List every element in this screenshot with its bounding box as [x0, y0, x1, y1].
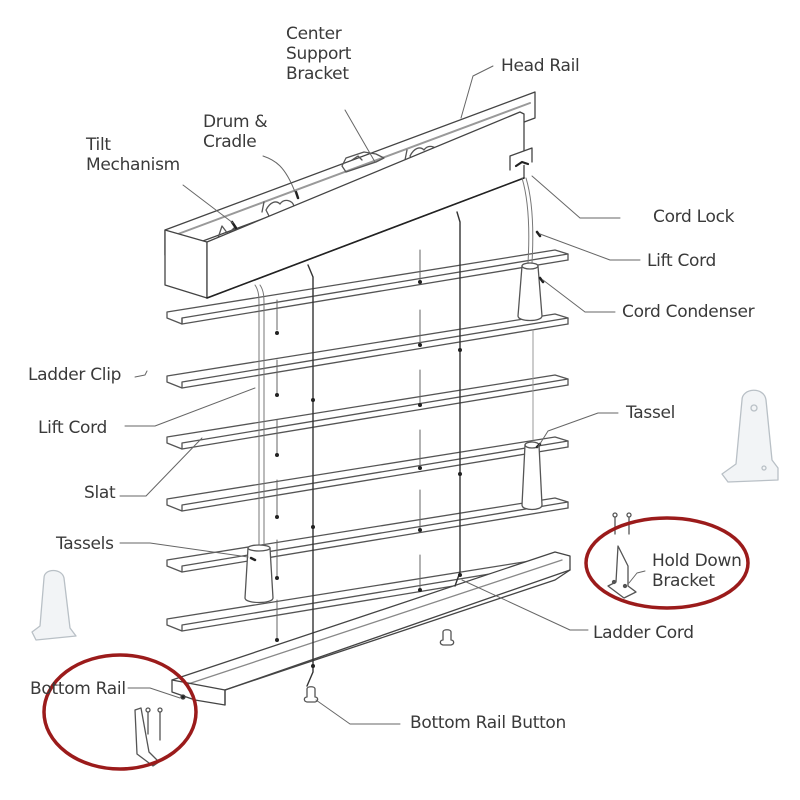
highlight-circle-hold-down [584, 516, 750, 610]
label-center-support-bracket: Center Support Bracket [286, 24, 352, 84]
bottom-rail-button-1 [439, 629, 455, 646]
slat-2 [166, 313, 569, 389]
slat-1 [166, 249, 569, 325]
center-support-bracket [341, 151, 385, 173]
label-drum-cradle: Drum & Cradle [203, 112, 268, 152]
tassel-left [244, 544, 274, 604]
tassel-right [521, 441, 543, 511]
clear-mounting-bracket-right [721, 389, 779, 483]
clear-mounting-bracket-left [31, 569, 77, 641]
label-head-rail: Head Rail [501, 56, 580, 76]
slat-5 [166, 497, 569, 573]
hold-down-bracket-left [134, 707, 163, 767]
cord-condenser [517, 262, 545, 322]
bottom-rail [171, 551, 571, 706]
label-lift-cord-left: Lift Cord [38, 418, 108, 438]
label-cord-lock: Cord Lock [653, 207, 735, 227]
head-rail [164, 91, 536, 299]
label-bottom-rail: Bottom Rail [30, 679, 126, 699]
label-lift-cord-right: Lift Cord [647, 251, 717, 271]
lift-cord-right [521, 177, 542, 441]
ladder-cords [275, 211, 462, 687]
highlight-circle-bottom-rail [42, 653, 198, 771]
bottom-rail-button-2 [303, 686, 319, 703]
label-tilt-mechanism: Tilt Mechanism [86, 135, 180, 175]
label-hold-down-bracket: Hold Down Bracket [652, 551, 742, 591]
label-ladder-clip: Ladder Clip [28, 365, 122, 385]
slat-3 [166, 374, 569, 450]
lift-cord-left [254, 284, 265, 546]
label-tassel: Tassel [626, 403, 676, 423]
label-ladder-cord: Ladder Cord [593, 623, 694, 643]
label-tassels: Tassels [56, 534, 114, 554]
label-cord-condenser: Cord Condenser [622, 302, 755, 322]
label-bottom-rail-button: Bottom Rail Button [410, 713, 567, 733]
slat-4 [166, 436, 569, 512]
hold-down-bracket-right [607, 512, 637, 599]
cord-lock [509, 147, 533, 171]
slats [166, 249, 569, 632]
label-slat: Slat [84, 483, 116, 503]
leader-lines [119, 65, 646, 725]
